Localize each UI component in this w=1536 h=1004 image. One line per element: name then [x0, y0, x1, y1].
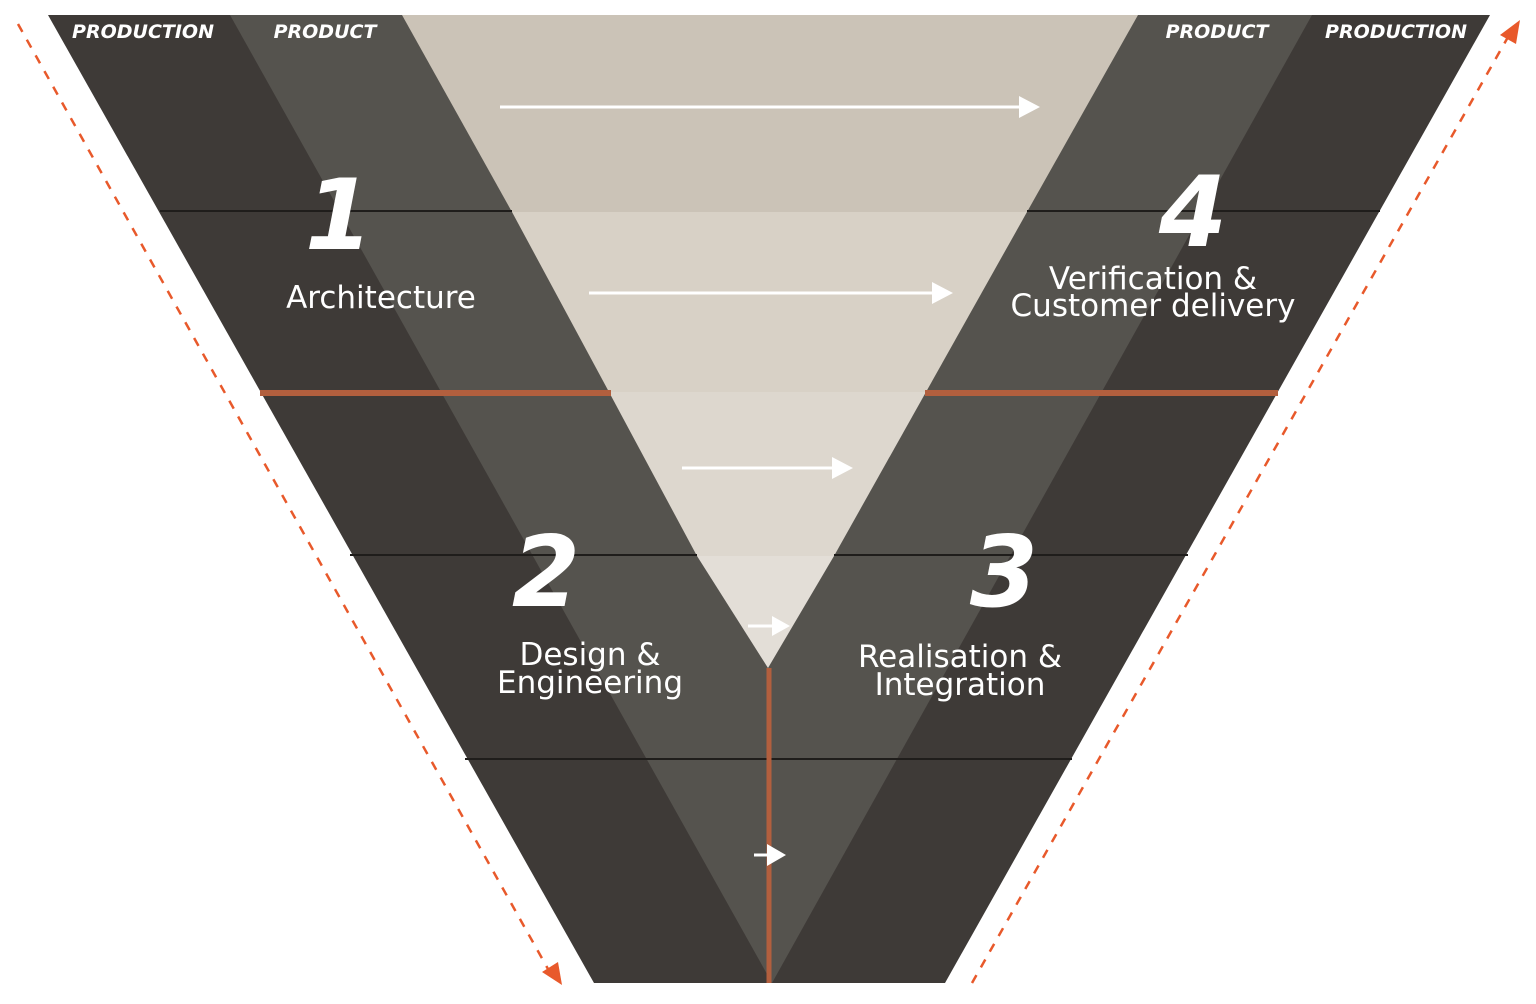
right-dashed-arrow — [970, 20, 1520, 984]
flow-arrow-2 — [589, 282, 953, 304]
flow-arrow-1 — [500, 96, 1040, 118]
center-level-3 — [609, 392, 926, 556]
flow-arrow-5 — [754, 844, 786, 866]
phase-3-number: 3 — [970, 516, 1038, 630]
phase-3-name-line-2: Integration — [875, 667, 1046, 703]
phase-1-number: 1 — [305, 159, 373, 273]
phase-2-number: 2 — [512, 516, 580, 630]
phase-4-name-line-2: Customer delivery — [1011, 288, 1296, 324]
flow-arrow-3 — [682, 457, 853, 479]
phase-4-number: 4 — [1158, 156, 1227, 270]
label-right-product: PRODUCT — [1166, 21, 1271, 43]
phase-3-name-line-1: Realisation & — [858, 639, 1062, 675]
center-level-4 — [697, 556, 834, 668]
flow-arrow-4 — [748, 616, 790, 636]
center-level-1 — [402, 15, 1138, 212]
phase-4-name-line-1: Verification & — [1049, 261, 1257, 297]
label-left-product: PRODUCT — [274, 21, 379, 43]
phase-1-name: Architecture — [286, 280, 476, 316]
label-right-production: PRODUCTION — [1325, 21, 1467, 43]
phase-2-name-line-2: Engineering — [497, 665, 683, 701]
center-level-2 — [512, 212, 1027, 392]
left-dashed-arrow — [16, 23, 562, 985]
phase-2-name-line-1: Design & — [519, 637, 660, 673]
label-left-production: PRODUCTION — [72, 21, 214, 43]
